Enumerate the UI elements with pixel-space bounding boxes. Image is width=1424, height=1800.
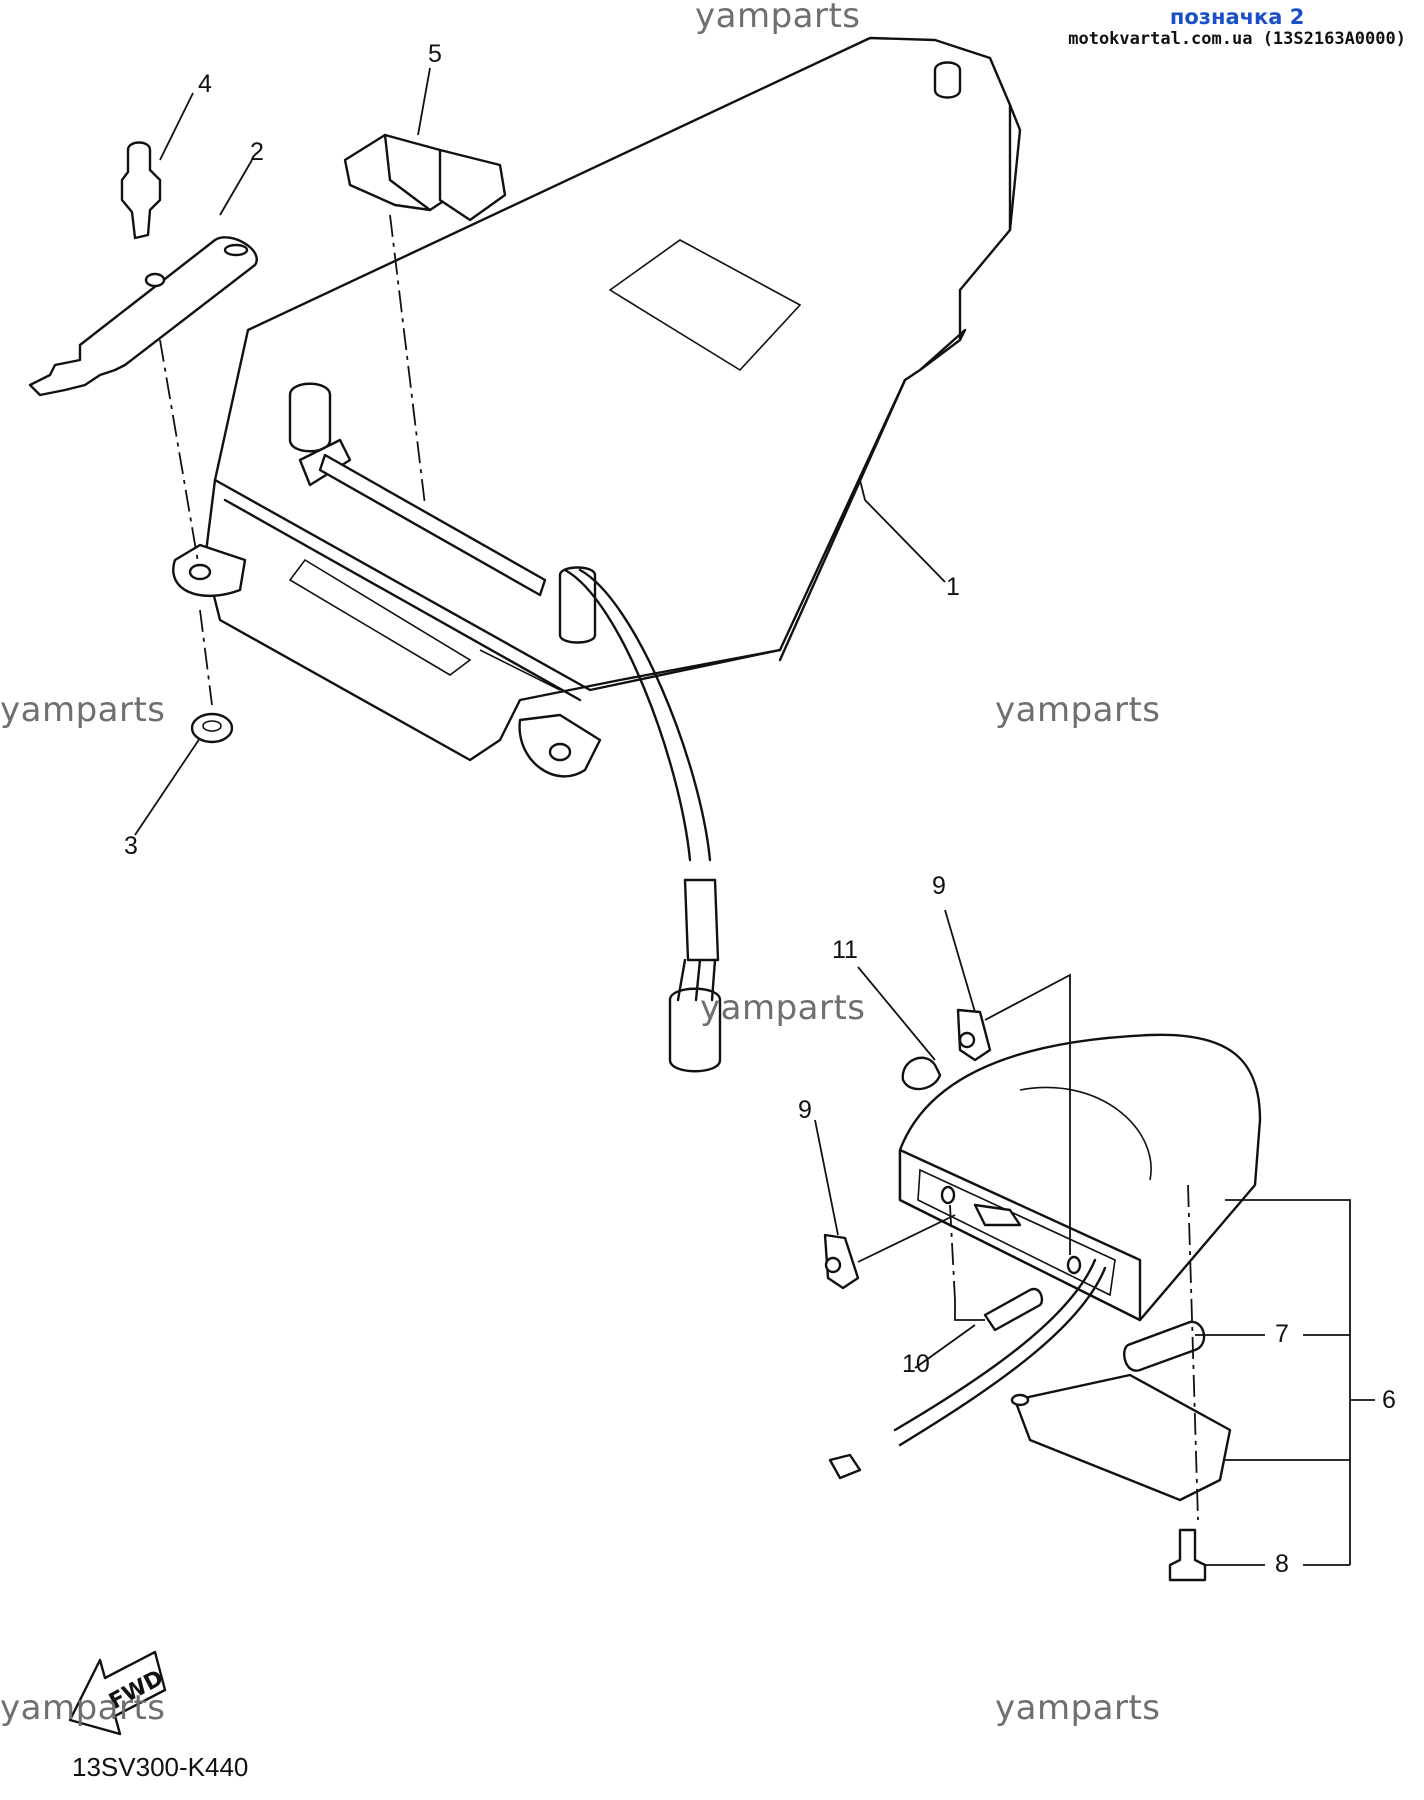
part-10-screw (983, 1287, 1044, 1332)
header-site: motokvartal.com.ua (13S2163A0000) (1068, 29, 1406, 49)
callout-7: 7 (1275, 1320, 1289, 1348)
callout-10: 10 (902, 1350, 930, 1378)
part-6-lens-plate (1010, 1373, 1232, 1502)
part-7-bulb (1123, 1320, 1206, 1372)
part-9-clip-nut-upper (956, 1008, 992, 1062)
part-9-clip-nut-lower (823, 1233, 860, 1290)
part-1-housing (172, 36, 1022, 778)
watermark: yamparts (995, 1688, 1161, 1728)
watermark: yamparts (0, 1688, 166, 1728)
callout-4: 4 (198, 70, 212, 98)
callout-2: 2 (250, 138, 264, 166)
callout-9-lower: 9 (798, 1096, 812, 1124)
alignment-lines (159, 214, 1199, 1521)
part-8-screw (1168, 1528, 1207, 1582)
callout-5: 5 (428, 40, 442, 68)
part-11-cap (901, 1056, 942, 1091)
callout-6: 6 (1382, 1386, 1396, 1414)
diagram-code: 13SV300-K440 (72, 1752, 249, 1782)
leader-lines (134, 67, 1375, 1566)
callout-3: 3 (124, 832, 138, 860)
wire-harness (563, 568, 722, 1073)
part-6-lamp-assembly (828, 1033, 1262, 1480)
part-5-connector (343, 133, 507, 222)
part-2-bracket-plate (28, 236, 258, 397)
housing-switch-rod (288, 382, 597, 644)
watermark: yamparts (0, 690, 166, 730)
part-3-washer (190, 712, 234, 744)
callout-1: 1 (946, 573, 960, 601)
site-header: позначка 2 motokvartal.com.ua (13S2163A0… (1068, 6, 1406, 50)
callout-8: 8 (1275, 1550, 1289, 1578)
header-label: позначка 2 (1169, 5, 1305, 29)
callout-11: 11 (832, 936, 858, 964)
watermark: yamparts (700, 988, 866, 1028)
part-4-pin (120, 141, 162, 240)
watermark: yamparts (695, 0, 861, 36)
callout-9-upper: 9 (932, 872, 946, 900)
watermark: yamparts (995, 690, 1161, 730)
